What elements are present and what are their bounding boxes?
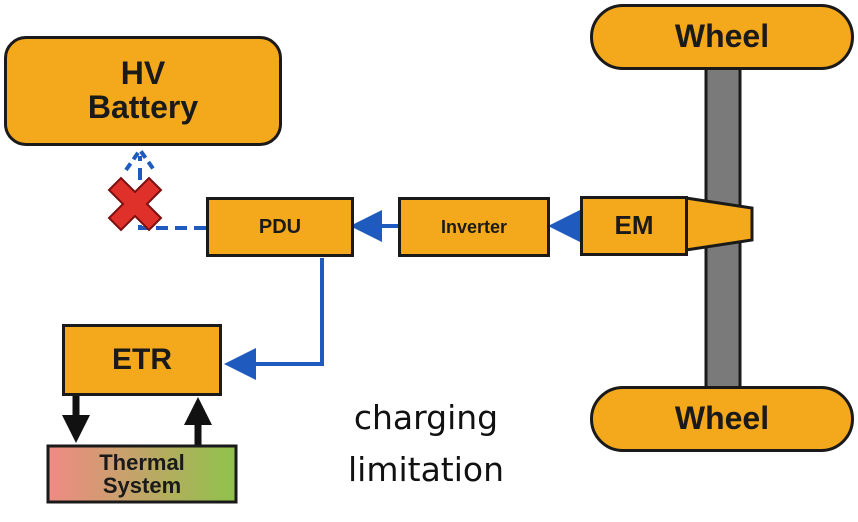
hv-battery-label-line2: Battery [87,89,199,125]
dashed-arrow-head [124,146,156,172]
caption-line2: limitation [347,450,505,489]
wheel-top-node: Wheel [590,4,854,70]
arrow-pdu-to-battery-blocked [138,156,206,230]
wheel-bottom-node: Wheel [590,386,854,452]
hv-battery-label-line1: HV [120,55,166,92]
thermal-label-line2: System [102,473,182,498]
em-node: EM [580,196,688,256]
charging-limitation-caption: charging limitation [322,392,530,496]
pdu-label: PDU [258,215,302,238]
em-label: EM [614,210,654,241]
wheel-bottom-label: Wheel [674,400,770,437]
arrow-pdu-to-etr [224,258,324,380]
em-coupling [684,196,754,252]
inverter-node: Inverter [398,197,550,257]
etr-label: ETR [112,343,172,377]
thermal-label-line1: Thermal [99,449,185,475]
inverter-label: Inverter [440,216,508,237]
thermal-system-label: Thermal System [48,446,236,502]
pdu-node: PDU [206,197,354,257]
hv-battery-node: HV Battery [4,36,282,146]
blocked-x-icon [107,176,163,232]
wheel-top-label: Wheel [674,18,770,55]
thermal-system-box [46,444,238,504]
caption-line1: charging [353,398,499,437]
etr-node: ETR [62,324,222,396]
